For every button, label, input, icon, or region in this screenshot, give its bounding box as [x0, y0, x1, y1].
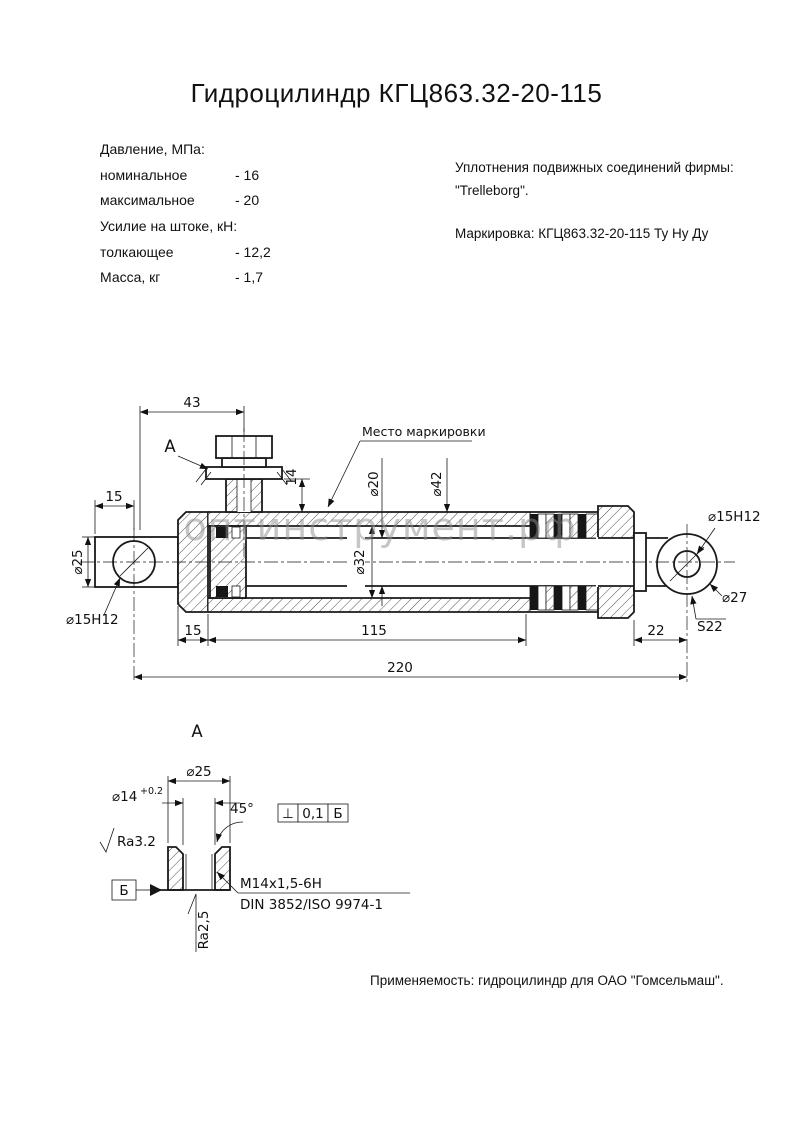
spec-label: Масса, кг [100, 269, 161, 286]
dim-d42: ⌀42 [429, 471, 445, 496]
tube-wall-bottom [207, 597, 531, 613]
spec-value: - 20 [235, 192, 260, 209]
detail-a-view: А ⌀25 ⌀14 +0.2 45° ⊥ 0,1 Б Ra3.2 [99, 722, 410, 952]
spec-value: - 16 [235, 166, 260, 183]
detail-dim-d14: ⌀14 [112, 789, 137, 805]
chamfer-angle: 45° [230, 801, 254, 817]
spec-label: толкающее [100, 243, 174, 260]
detail-dim-d25: ⌀25 [186, 764, 211, 780]
spec-label: Давление, МПа: [100, 141, 205, 157]
thread-standard: DIN 3852/ISO 9974-1 [240, 897, 383, 913]
dim-220: 220 [387, 660, 413, 676]
drawing-title: Гидроцилиндр КГЦ863.32-20-115 [190, 78, 603, 108]
spec-row: номинальное - 16 [100, 163, 350, 189]
weld-tick [276, 471, 288, 486]
bushing-right-wall [214, 846, 231, 891]
fcf-tolerance-value: 0,1 [302, 806, 323, 822]
roughness-icon [99, 827, 115, 853]
marking-note-line: Маркировка: КГЦ863.32-20-115 Ту Ну Ду [455, 226, 709, 241]
piston-seal-bottom [216, 586, 228, 597]
spec-row: Давление, МПа: [100, 137, 350, 163]
dim-14: 14 [284, 468, 300, 485]
spec-label: максимальное [100, 192, 195, 209]
gland-seals [529, 512, 599, 612]
spec-block: Давление, МПа: номинальное - 16 максимал… [100, 137, 350, 291]
dim-15-bottom: 15 [184, 623, 201, 639]
seals-note-line2: "Trelleborg". [455, 183, 529, 198]
dim-d25: ⌀25 [70, 549, 86, 574]
roughness-bore-value: Ra2,5 [196, 911, 212, 950]
roughness-face-value: Ra3.2 [117, 834, 156, 850]
dim-22: 22 [647, 623, 664, 639]
section-arrow-label: А [164, 437, 176, 456]
watermark: оптинструмент.рф [183, 505, 576, 549]
roughness-icon [187, 893, 197, 952]
fcf-datum-cell [327, 803, 349, 823]
spec-row: максимальное - 20 [100, 188, 350, 214]
spec-value: - 12,2 [235, 243, 271, 260]
weld-tick [281, 468, 293, 483]
weld-tick [200, 471, 212, 486]
seals-note-line1: Уплотнения подвижных соединений фирмы: [455, 160, 734, 175]
dim-d20: ⌀20 [366, 471, 382, 496]
spec-row: Масса, кг - 1,7 [100, 265, 350, 291]
application-note: Применяемость: гидроцилиндр для ОАО "Гом… [370, 973, 724, 988]
dim-d27: ⌀27 [722, 590, 747, 606]
bushing-left-wall [167, 846, 184, 891]
spec-label: номинальное [100, 166, 188, 183]
spec-value: - 1,7 [235, 269, 264, 286]
datum-triangle-icon [150, 884, 162, 896]
dim-d32: ⌀32 [352, 549, 368, 574]
weld-tick [195, 468, 207, 483]
spec-label: Усилие на штоке, кН: [100, 218, 238, 235]
dim-115: 115 [361, 623, 387, 639]
perpendicularity-icon: ⊥ [282, 806, 294, 822]
main-view-dimensions: 43 А Место маркировки 14 ⌀20 ⌀42 ⌀32 15 [66, 395, 761, 681]
dim-d15h12-right: ⌀15H12 [708, 509, 761, 525]
datum-label: Б [119, 883, 128, 899]
spec-row: толкающее - 12,2 [100, 240, 350, 266]
spec-row: Усилие на штоке, кН: [100, 214, 350, 240]
fcf-datum-ref: Б [333, 806, 342, 822]
notes-block: Уплотнения подвижных соединений фирмы: "… [455, 156, 755, 245]
detail-a-title: А [191, 722, 203, 741]
marking-note: Место маркировки [362, 424, 486, 439]
dim-s22: S22 [697, 619, 723, 635]
dim-15-top: 15 [105, 489, 122, 505]
piston-seal-top [216, 527, 228, 538]
dim-43: 43 [183, 395, 200, 411]
detail-dim-d14-tolerance: +0.2 [140, 786, 163, 797]
thread-spec: М14х1,5-6Н [240, 876, 322, 892]
dim-d15h12-left: ⌀15H12 [66, 612, 119, 628]
